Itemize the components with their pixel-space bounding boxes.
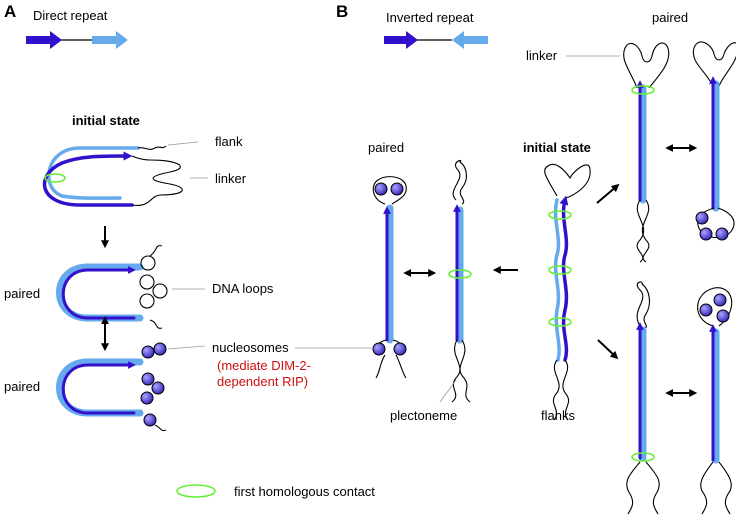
inverted-repeat-key: Inverted repeat [384,10,488,49]
direct-repeat-key: Direct repeat [26,8,128,49]
initial-light-strand [553,198,561,362]
top-nuc-bag [372,176,407,205]
panel-a-letter: A [4,2,16,21]
plectoneme-pointer [439,379,457,403]
plecto-flank-l [451,339,461,403]
top-paired-linker [623,42,670,263]
bottom2-flank-r [718,461,732,515]
paired-label-2: paired [4,379,40,394]
direct-repeat-light-arrow [92,31,128,49]
contact-ring [548,265,572,275]
flank-pointer [167,141,199,146]
contact-ring [548,317,572,327]
initial-flank-left [552,359,560,421]
direct-initial-state-label: initial state [72,113,140,128]
contact-ring [44,173,66,183]
contact-legend-ring-icon [176,484,216,498]
top1-flank-right [641,199,650,263]
panel-b-letter: B [336,2,348,21]
mediate-line-1: (mediate DIM-2- [217,358,311,373]
initial-flank-right [562,359,570,421]
contact-legend: first homologous contact [176,484,375,499]
bottom1-plectoneme [636,281,651,329]
direct-initial-dark-top [60,151,133,165]
bottom-flank-l [375,354,386,379]
arrow-up-right-icon [596,183,620,204]
dna-loops-label: DNA loops [212,281,274,296]
bottom2-flank-l [700,461,714,515]
direct-initial-dark-bottom [42,161,134,207]
left-paired-nucleosomes: paired [295,140,407,379]
bottom-paired-contact [626,281,660,515]
panel-b: B Inverted repeat paired linker [295,2,736,515]
plectoneme-label: plectoneme [390,408,457,423]
initial-dark-strand [559,195,569,362]
linker-loop-2 [692,41,736,87]
loops-dark-repeat [61,266,136,320]
plectoneme-hairpin: plectoneme [390,159,472,423]
contact-ring [448,269,472,279]
linker-strand [131,155,183,207]
contact-ring [631,85,655,95]
contact-ring [548,210,572,220]
inverted-repeat-light-arrow [452,31,488,49]
direct-repeat-dark-arrow [26,31,62,49]
inverted-repeat-dark-arrow [384,31,418,49]
direct-repeat-label: Direct repeat [33,8,108,23]
linker-label: linker [215,171,247,186]
plectoneme-top [452,159,468,205]
contact-ring [631,452,655,462]
dna-loop-circles [139,245,168,329]
direct-paired-nucleosomes: paired nucleosomes (mediate DIM-2- depen… [4,340,311,432]
inverted-repeat-label: Inverted repeat [386,10,474,25]
top1-flank-left [636,199,645,263]
bottom-flank-r [395,354,407,379]
plecto-flank-r [459,339,471,403]
inverted-initial-state: initial state flanks [523,140,591,423]
flank-strand [137,145,167,150]
nuc-dark-repeat [61,361,136,415]
panel-a: A Direct repeat initial state flank link… [4,2,311,432]
top-paired-nucleosomes [692,41,736,241]
direct-initial-light-repeat [47,146,140,198]
bottom1-flank-l [626,461,641,515]
b-initial-state-label: initial state [523,140,591,155]
initial-linker [544,163,591,199]
nucleosomes-pointer [167,345,206,350]
direct-paired-loops: paired DNA loops [4,245,274,329]
linker-loop [623,42,670,89]
arrow-down-right-icon [597,339,619,360]
b-linker-label: linker [526,48,558,63]
paired-top-label: paired [652,10,688,25]
flanks-label: flanks [541,408,575,423]
nucleosomes-label: nucleosomes [212,340,289,355]
direct-initial-state: initial state flank linker [42,113,247,207]
bottom-paired-nucleosomes [697,287,733,515]
bottom1-flank-r [645,461,660,515]
contact-legend-label: first homologous contact [234,484,375,499]
flank-label: flank [215,134,243,149]
paired-label-1: paired [4,286,40,301]
nucleosome-icons [140,342,167,432]
paired-left-label: paired [368,140,404,155]
bottom2-nuc-bag [697,287,733,327]
mediate-line-2: dependent RIP) [217,374,308,389]
direct-initial-light-bottom [60,194,122,200]
